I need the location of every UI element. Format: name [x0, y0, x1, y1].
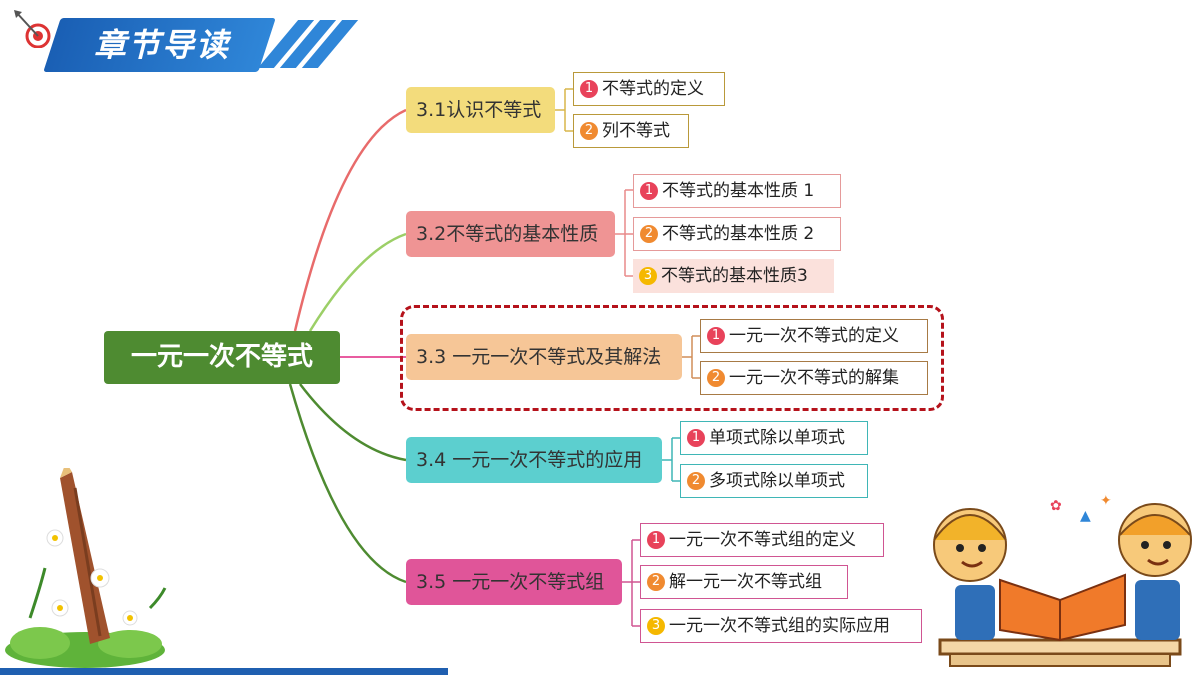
connector-root-3-2: [308, 232, 407, 332]
leaf-label: 一元一次不等式组的定义: [669, 530, 856, 550]
leaf-label: 一元一次不等式的定义: [729, 326, 899, 346]
connector-root-3-1: [293, 108, 407, 332]
leaf-3-2-2[interactable]: 2 不等式的基本性质 2: [633, 217, 841, 251]
bottom-accent-bar: [0, 668, 448, 675]
svg-text:✿: ✿: [1050, 498, 1062, 514]
number-badge: 1: [707, 327, 725, 345]
leaf-3-2-1[interactable]: 1 不等式的基本性质 1: [633, 174, 841, 208]
page-title: 章节导读: [93, 26, 230, 64]
svg-text:▲: ▲: [1080, 508, 1091, 524]
connector-3-1-leaves: [555, 88, 573, 132]
leaf-label: 一元一次不等式组的实际应用: [669, 616, 890, 636]
pencil-flowers-illustration: [5, 468, 167, 668]
number-badge: 1: [580, 80, 598, 98]
number-badge: 2: [707, 369, 725, 387]
leaf-label: 不等式的定义: [602, 79, 704, 99]
leaf-label: 一元一次不等式的解集: [729, 368, 899, 388]
number-badge: 3: [647, 617, 665, 635]
kids-reading-illustration: ✿ ▲ ✦: [933, 493, 1192, 667]
root-node: 一元一次不等式: [104, 331, 340, 384]
leaf-3-4-2[interactable]: 2 多项式除以单项式: [680, 464, 868, 498]
leaf-3-2-3[interactable]: 3 不等式的基本性质3: [633, 259, 834, 293]
leaf-3-1-2[interactable]: 2 列不等式: [573, 114, 689, 148]
connector-root-3-5: [288, 383, 407, 584]
number-badge: 3: [639, 267, 657, 285]
connector-3-5-leaves: [622, 539, 640, 627]
leaf-label: 多项式除以单项式: [709, 471, 845, 491]
number-badge: 1: [640, 182, 658, 200]
leaf-label: 不等式的基本性质3: [661, 266, 808, 286]
connector-3-4-leaves: [662, 437, 680, 482]
leaf-3-5-3[interactable]: 3 一元一次不等式组的实际应用: [640, 609, 922, 643]
leaf-3-4-1[interactable]: 1 单项式除以单项式: [680, 421, 868, 455]
section-3-2[interactable]: 3.2不等式的基本性质: [406, 211, 615, 257]
leaf-3-1-1[interactable]: 1 不等式的定义: [573, 72, 725, 106]
target-icon: [12, 8, 52, 49]
number-badge: 2: [687, 472, 705, 490]
section-3-3[interactable]: 3.3 一元一次不等式及其解法: [406, 334, 682, 380]
section-3-5[interactable]: 3.5 一元一次不等式组: [406, 559, 622, 605]
connector-3-2-leaves: [615, 189, 633, 277]
leaf-label: 不等式的基本性质 1: [662, 181, 815, 201]
number-badge: 1: [647, 531, 665, 549]
leaf-label: 单项式除以单项式: [709, 428, 845, 448]
number-badge: 2: [640, 225, 658, 243]
leaf-label: 不等式的基本性质 2: [662, 224, 815, 244]
leaf-label: 解一元一次不等式组: [669, 572, 822, 592]
leaf-3-3-2[interactable]: 2 一元一次不等式的解集: [700, 361, 928, 395]
svg-text:✦: ✦: [1100, 493, 1112, 509]
leaf-3-5-2[interactable]: 2 解一元一次不等式组: [640, 565, 848, 599]
connector-root-3-4: [299, 383, 407, 462]
leaf-label: 列不等式: [602, 121, 670, 141]
number-badge: 2: [580, 122, 598, 140]
section-3-4[interactable]: 3.4 一元一次不等式的应用: [406, 437, 662, 483]
number-badge: 1: [687, 429, 705, 447]
leaf-3-3-1[interactable]: 1 一元一次不等式的定义: [700, 319, 928, 353]
section-3-1[interactable]: 3.1认识不等式: [406, 87, 555, 133]
highlight-frame: [400, 305, 944, 411]
leaf-3-5-1[interactable]: 1 一元一次不等式组的定义: [640, 523, 884, 557]
connector-3-3-leaves: [682, 335, 700, 379]
number-badge: 2: [647, 573, 665, 591]
